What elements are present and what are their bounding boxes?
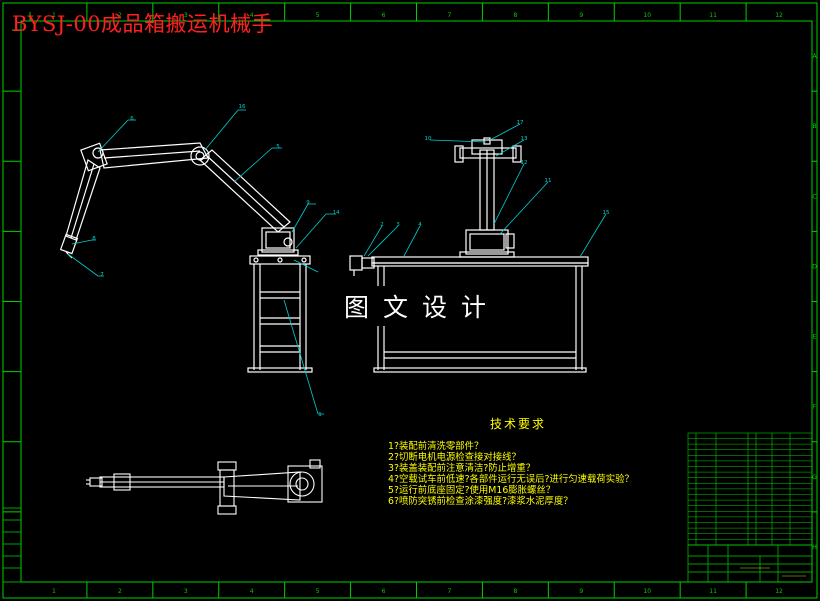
requirement-item: 6?喷防突锈前检查涂漆强度?漆浆水泥厚度？ [388, 496, 573, 507]
balloon-number: 7 [100, 272, 104, 278]
requirement-item: 1?装配前清洗零部件？ [388, 441, 484, 452]
border-number-bottom: 12 [775, 588, 783, 595]
balloon-number: 3 [396, 222, 400, 228]
border-number-bottom: 4 [250, 588, 254, 595]
border-number-top: 10 [643, 12, 651, 19]
border-number-top: 5 [316, 12, 320, 19]
balloon-number: 4 [418, 222, 422, 228]
requirement-item: 3?装盖装配前注意清洁?防止增重？ [388, 463, 536, 474]
border-number-top: 11 [709, 12, 717, 19]
balloon-number: 17 [517, 120, 524, 126]
border-number-top: 3 [184, 12, 188, 19]
balloon-number: 5 [276, 144, 280, 150]
border-letter-right: A [812, 53, 817, 60]
border-number-top: 7 [448, 12, 452, 19]
balloon-number: 8 [92, 236, 96, 242]
parts-list-rows [688, 438, 812, 546]
title-block-text-marks [740, 567, 806, 577]
balloon-number: 12 [521, 160, 528, 166]
border-number-bottom: 8 [513, 588, 517, 595]
requirement-item: 5?运行前底座固定?使用M16膨胀螺丝？ [388, 485, 556, 496]
border-number-bottom: 3 [184, 588, 188, 595]
balloon-number: 13 [521, 136, 528, 142]
title-block [687, 544, 813, 583]
drawing-title: BYSJ-00成品箱搬运机械手 [12, 12, 274, 36]
border-number-bottom: 7 [448, 588, 452, 595]
border-number-top: 4 [250, 12, 254, 19]
border-letter-right: G [812, 474, 817, 481]
border-number-top: 8 [513, 12, 517, 19]
requirement-item: 4?空载试车前低速?各部件运行无误后?进行匀速载荷实验？ [388, 474, 634, 485]
balloon-number: 15 [603, 210, 610, 216]
border-number-bottom: 9 [579, 588, 583, 595]
border-number-top: 12 [775, 12, 783, 19]
balloon-number: 11 [545, 178, 552, 184]
arm-side-view [59, 142, 313, 373]
border-number-top: 6 [382, 12, 386, 19]
front-view-with-table [349, 137, 589, 373]
arm-top-view [86, 459, 323, 515]
balloon-leaders [67, 109, 607, 415]
border-number-top: 2 [118, 12, 122, 19]
border-tick-marks [3, 3, 817, 598]
border-number-bottom: 10 [643, 588, 651, 595]
watermark-label: 图文设计 [340, 286, 505, 326]
border-number-bottom: 1 [52, 588, 56, 595]
balloon-number: 6 [130, 116, 134, 122]
border-letter-right: H [812, 544, 817, 551]
balloon-number: 9 [306, 200, 310, 206]
border-letter-right: D [812, 263, 817, 270]
technical-requirements-list: 1?装配前清洗零部件？ 2?切断电机电源检查接对接线？ 3?装盖装配前注意清洁?… [388, 441, 634, 507]
border-letter-right: C [812, 193, 816, 200]
border-number-bottom: 2 [118, 588, 122, 595]
balloon-number: 14 [333, 210, 340, 216]
border-number-top: 9 [579, 12, 583, 19]
border-letter-right: B [812, 123, 816, 130]
balloon-number: 16 [239, 104, 246, 110]
revision-strip [2, 507, 22, 583]
technical-requirements-heading: 技术要求 [490, 417, 547, 431]
border-number-bottom: 6 [382, 588, 386, 595]
border-number-top: 1 [52, 12, 56, 19]
balloon-number: 2 [380, 222, 384, 228]
requirement-item: 2?切断电机电源检查接对接线？ [388, 452, 521, 463]
border-letter-right: F [813, 404, 817, 411]
border-number-bottom: 5 [316, 588, 320, 595]
balloon-number: 10 [425, 136, 432, 142]
border-letter-right: E [813, 334, 817, 341]
balloon-number: 1 [318, 412, 322, 418]
border-number-bottom: 11 [709, 588, 717, 595]
